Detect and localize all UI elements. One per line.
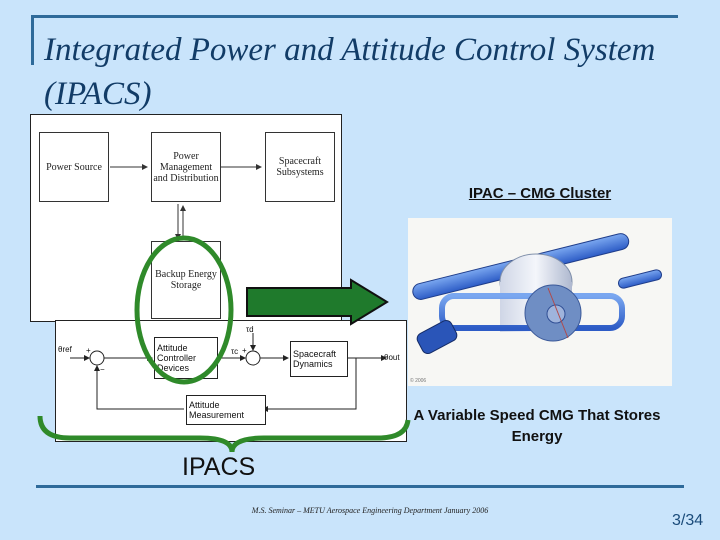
sum1-plus-sign: + [86, 346, 91, 355]
power-diagram-arrows [110, 164, 262, 240]
spacecraft-subsystems-box: Spacecraft Subsystems [265, 132, 335, 202]
tau-c-label: τc [231, 347, 239, 356]
ipacs-bracket [37, 415, 411, 453]
tau-d-label: τd [246, 325, 254, 334]
green-arrow [246, 278, 389, 326]
cmg-cluster-caption: IPAC – CMG Cluster [468, 185, 612, 202]
slide-title: Integrated Power and Attitude Control Sy… [44, 32, 656, 112]
image-stamp: © 2006 [410, 377, 426, 384]
cmg-image: © 2006 [408, 218, 672, 386]
sum1-minus-sign: − [100, 365, 105, 374]
attitude-diagram-arrows [70, 333, 387, 412]
highlight-ellipse [134, 235, 234, 385]
attitude-diagram-panel: θref + − τd τc + θout Attitude Controlle… [55, 320, 407, 442]
cmg-description: A Variable Speed CMG That Stores Energy [413, 407, 661, 445]
spacecraft-dynamics-box: Spacecraft Dynamics [290, 341, 348, 377]
backup-storage-box: Backup Energy Storage [151, 241, 221, 319]
bottom-rule [36, 485, 684, 488]
power-source-box: Power Source [39, 132, 109, 202]
left-rule [31, 15, 34, 65]
slide-footer: M.S. Seminar – METU Aerospace Engineerin… [251, 506, 489, 515]
attitude-measurement-box: Attitude Measurement [186, 395, 266, 425]
theta-ref-label: θref [58, 345, 72, 354]
top-rule [34, 15, 678, 18]
cmg-illustration: © 2006 [408, 218, 672, 386]
ipacs-label: IPACS [182, 453, 256, 481]
power-management-box: Power Management and Distribution [151, 132, 221, 202]
sum2-plus-sign: + [242, 346, 247, 355]
page-number: 3/34 [672, 512, 704, 529]
theta-out-label: θout [384, 353, 400, 362]
